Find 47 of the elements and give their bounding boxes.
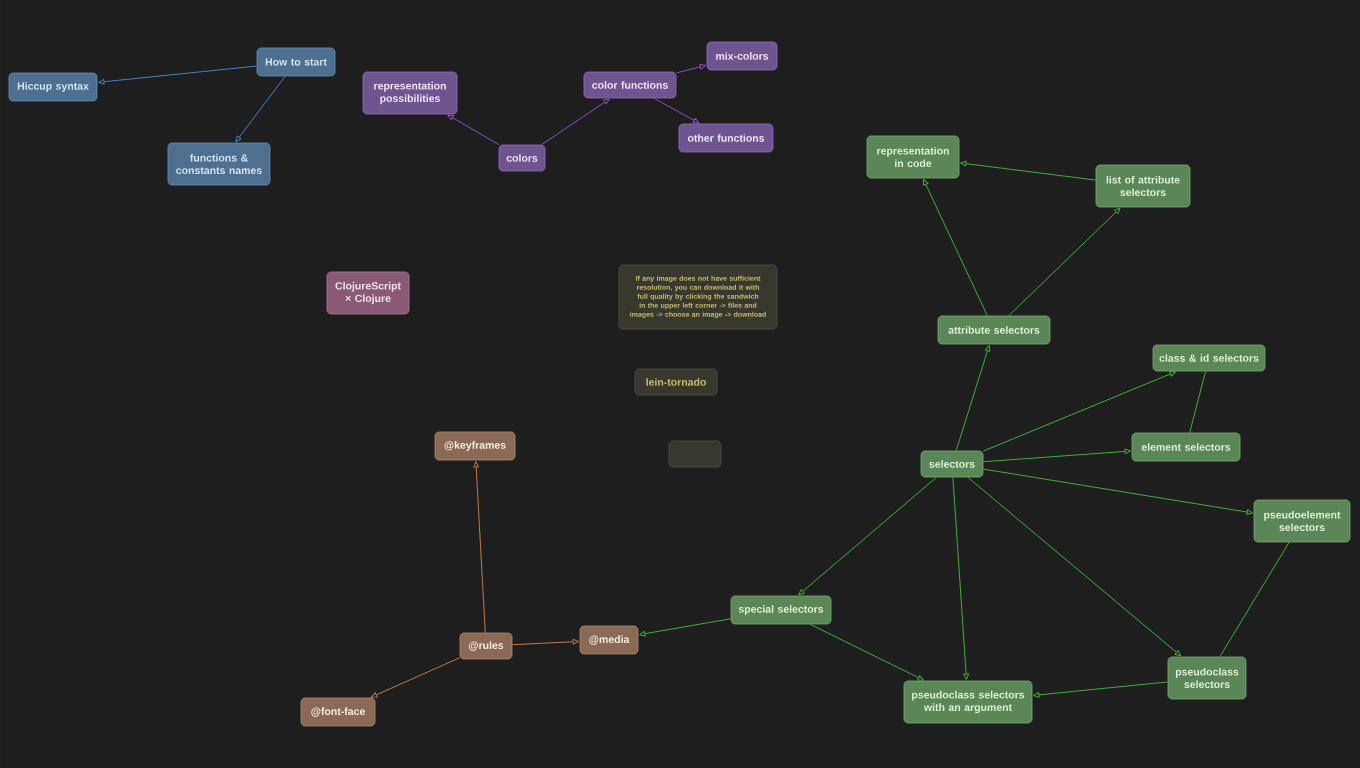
arrow <box>952 476 969 680</box>
topic-box: representation possibilities <box>362 71 458 115</box>
arrow <box>1033 681 1169 698</box>
topic-box: representation in code <box>866 135 960 179</box>
topic-box: other functions <box>678 123 774 153</box>
arrow <box>639 618 732 637</box>
arrow <box>967 476 1182 657</box>
arrow <box>982 448 1131 463</box>
arrow <box>370 657 461 698</box>
topic-box: lein-tornado <box>634 368 718 396</box>
topic-box: element selectors <box>1131 432 1241 462</box>
topic-box: list of attribute selectors <box>1095 164 1191 208</box>
topic-box: pseudoelement selectors <box>1253 499 1351 543</box>
arrow <box>98 65 258 85</box>
arrow <box>447 114 500 146</box>
arrow <box>541 98 610 146</box>
arrow <box>511 638 579 646</box>
topic-box: colors <box>498 144 546 172</box>
topic-box: selectors <box>920 450 984 478</box>
arrow <box>955 345 991 452</box>
topic-box: functions & constants names <box>167 142 271 186</box>
arrow <box>982 371 1176 452</box>
topic-box: Hiccup syntax <box>8 72 98 102</box>
arrow <box>235 75 286 143</box>
topic-box: @font-face <box>300 697 376 727</box>
arrow <box>923 179 988 317</box>
arrow <box>1008 207 1121 317</box>
topic-box: How to start <box>256 47 336 77</box>
arrow <box>960 160 1097 181</box>
topic-box: attribute selectors <box>937 315 1051 345</box>
topic-box: pseudoclass selectors <box>1167 656 1247 700</box>
topic-box: mix-colors <box>706 41 778 71</box>
arrow <box>473 461 486 634</box>
topic-box: pseudoclass selectors with an argument <box>903 680 1033 724</box>
arrow <box>653 97 700 124</box>
topic-box: @media <box>579 625 639 655</box>
topic-box: special selectors <box>730 595 832 625</box>
empty-box <box>668 440 722 468</box>
arrow <box>675 64 706 74</box>
arrow <box>798 476 937 596</box>
topic-box: ClojureScript × Clojure <box>326 271 410 315</box>
topic-box: @keyframes <box>434 431 516 461</box>
topic-box: @rules <box>459 632 513 660</box>
arrow <box>809 623 924 681</box>
topic-box: color functions <box>583 71 677 99</box>
topic-box: class & id selectors <box>1152 344 1266 372</box>
arrow <box>982 468 1253 515</box>
